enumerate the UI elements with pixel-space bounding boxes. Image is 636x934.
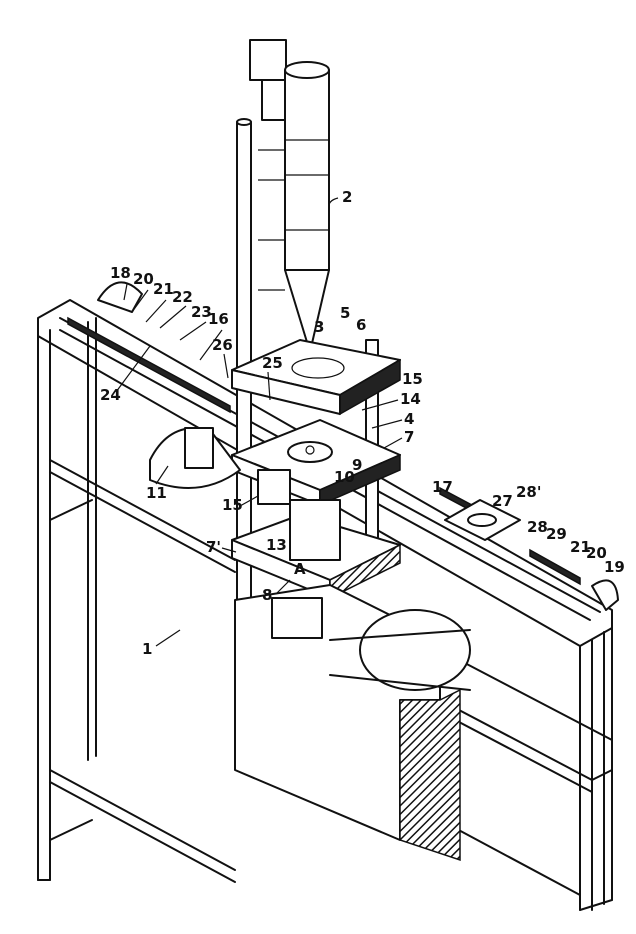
label-15-left: 15 (222, 496, 243, 514)
label-2: 2 (342, 188, 352, 206)
label-18: 18 (110, 264, 131, 282)
label-20: 20 (133, 270, 154, 288)
label-22: 22 (172, 288, 193, 306)
label-7-prime: 7' (206, 538, 221, 556)
label-28-prime: 28' (516, 483, 541, 501)
label-1: 1 (142, 640, 152, 658)
label-15-right: 15 (402, 370, 423, 388)
label-9: 9 (352, 456, 362, 474)
label-4: 4 (404, 410, 414, 428)
label-3: 3 (314, 318, 324, 336)
label-19: 19 (604, 558, 625, 576)
label-14: 14 (400, 390, 421, 408)
label-29: 29 (546, 525, 567, 543)
label-27: 27 (492, 492, 513, 510)
label-6: 6 (356, 316, 366, 334)
label-8: 8 (262, 586, 272, 604)
label-11: 11 (146, 484, 167, 502)
label-13: 13 (266, 536, 287, 554)
slide-block (258, 470, 290, 504)
label-7: 7 (404, 428, 414, 446)
extruder-column (250, 40, 329, 352)
drive-box (235, 585, 470, 860)
label-A: A (294, 560, 306, 578)
label-5: 5 (340, 304, 350, 322)
label-17: 17 (432, 478, 453, 496)
label-28: 28 (527, 518, 548, 536)
label-16: 16 (208, 310, 229, 328)
label-25: 25 (262, 354, 283, 372)
label-21: 21 (153, 280, 174, 298)
